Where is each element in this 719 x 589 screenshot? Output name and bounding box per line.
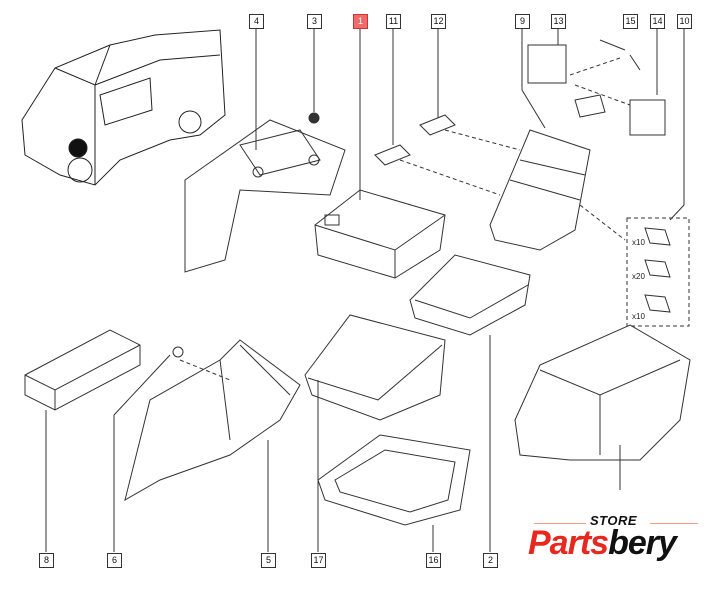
callout-5: 5 [261,553,276,568]
logo-brand-part2: bery [608,524,677,562]
logo-brand-part1: Parts [528,524,609,562]
callout-14: 14 [650,14,665,29]
part-4-cover [184,119,346,273]
part-9-fuse-box [489,129,591,251]
part-5-bracket [124,339,301,502]
callout-8: 8 [39,553,54,568]
callout-15: 15 [623,14,638,29]
part-13-connector [527,44,567,84]
logo-store-text: STORE [590,513,638,528]
part-16-tray [317,434,471,526]
callout-13: 13 [551,14,566,29]
callout-1: 1 [353,14,368,29]
callout-16: 16 [426,553,441,568]
large-cover [514,324,691,461]
part-15-fuse [599,39,641,71]
part-6-grommet [172,346,184,358]
part-3-clip [308,112,320,124]
part-1-control-unit [314,189,446,279]
callout-3: 3 [307,14,322,29]
part-17-ecu-housing [304,314,446,421]
callout-17: 17 [311,553,326,568]
callout-4: 4 [249,14,264,29]
seal [574,94,606,118]
assembly-lines [179,57,690,381]
callout-2: 2 [483,553,498,568]
partsbery-logo: STORE Partsbery [528,510,700,570]
part-10-terminals [644,227,671,313]
part-11-terminal [374,144,411,166]
callout-6: 6 [107,553,122,568]
part-8-relay-holder [24,329,141,411]
quantity-label: x10 [632,238,645,247]
callout-9: 9 [515,14,530,29]
part-12-terminal [419,114,456,136]
quantity-label: x20 [632,272,645,281]
callout-10: 10 [677,14,692,29]
part-14-connector [629,99,666,136]
vehicle-illustration [21,29,226,186]
quantity-label: x10 [632,312,645,321]
callout-12: 12 [431,14,446,29]
leader-lines [45,27,685,552]
part-2-lid [409,254,531,336]
callout-11: 11 [386,14,401,29]
